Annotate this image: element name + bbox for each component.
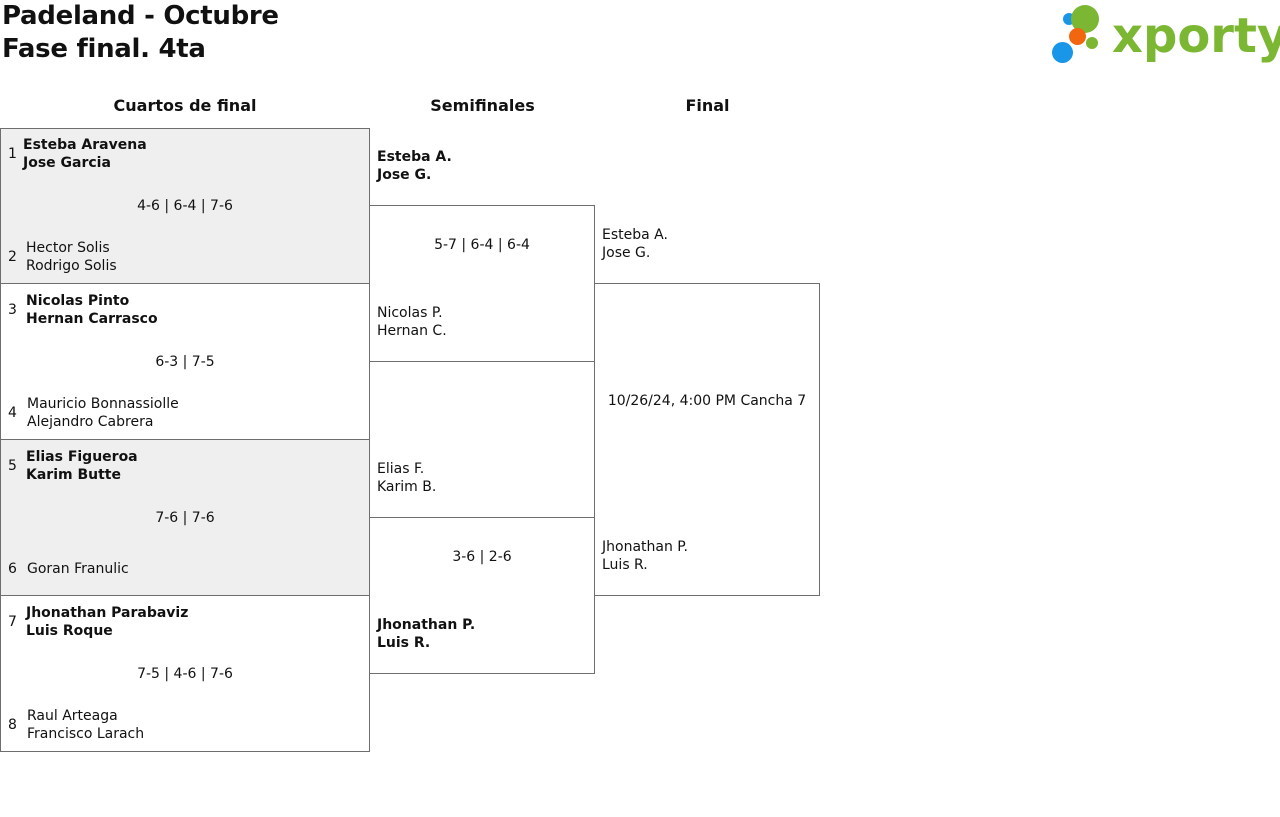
team-seed: 2 <box>8 249 17 265</box>
player-name: Jose G. <box>602 245 651 261</box>
player-name: Alejandro Cabrera <box>27 414 154 430</box>
match-score: 7-5 | 4-6 | 7-6 <box>137 666 233 682</box>
player-name: Luis Roque <box>26 623 113 639</box>
winner-team: Elias Figueroa Karim Butte <box>26 448 138 484</box>
semifinal-match-1[interactable]: 5-7 | 6-4 | 6-4 Nicolas P. Hernan C. <box>369 205 595 362</box>
team-seed: 1 <box>8 146 17 162</box>
final-team-top: Esteba A. Jose G. <box>602 226 668 262</box>
semifinal-2-team-bottom: Jhonathan P. Luis R. <box>377 616 475 652</box>
loser-team: Raul Arteaga Francisco Larach <box>27 707 144 743</box>
logo-dot-orange <box>1069 28 1086 45</box>
match-score: 6-3 | 7-5 <box>155 354 215 370</box>
player-name: Raul Arteaga <box>27 708 118 724</box>
loser-team: Mauricio Bonnassiolle Alejandro Cabrera <box>27 395 179 431</box>
match-score: 7-6 | 7-6 <box>155 510 215 526</box>
player-name: Elias F. <box>377 461 425 477</box>
player-name: Jhonathan P. <box>377 617 476 633</box>
semifinal-1-team-top: Esteba A. Jose G. <box>377 148 452 184</box>
player-name: Mauricio Bonnassiolle <box>27 396 179 412</box>
player-name: Elias Figueroa <box>26 449 138 465</box>
player-name: Karim B. <box>377 479 437 495</box>
player-name: Hernan C. <box>377 323 447 339</box>
player-name: Goran Franulic <box>27 561 129 577</box>
match-score: 3-6 | 2-6 <box>452 549 512 565</box>
loser-team: Goran Franulic <box>27 560 129 578</box>
team-seed: 5 <box>8 458 17 474</box>
player-name: Nicolas P. <box>377 305 443 321</box>
player-name: Jhonathan P. <box>602 539 688 555</box>
logo-dot-blue <box>1052 42 1073 63</box>
quarterfinal-match-2[interactable]: 3 Nicolas Pinto Hernan Carrasco 6-3 | 7-… <box>0 283 370 440</box>
player-name: Jose G. <box>377 167 432 183</box>
logo-wordmark: xporty <box>1112 8 1280 64</box>
loser-team: Hector Solis Rodrigo Solis <box>26 239 117 275</box>
semifinal-match-2[interactable]: 3-6 | 2-6 Jhonathan P. Luis R. <box>369 517 595 674</box>
team-seed: 4 <box>8 405 17 421</box>
player-name: Esteba Aravena <box>23 137 147 153</box>
semifinal-2-team-top: Elias F. Karim B. <box>377 460 436 496</box>
page-title: Padeland - Octubre <box>2 1 279 31</box>
quarterfinal-match-4[interactable]: 7 Jhonathan Parabaviz Luis Roque 7-5 | 4… <box>0 595 370 752</box>
match-score: 5-7 | 6-4 | 6-4 <box>434 237 530 253</box>
player-name: Nicolas Pinto <box>26 293 130 309</box>
winner-team: Jhonathan Parabaviz Luis Roque <box>26 604 188 640</box>
team-seed: 3 <box>8 302 17 318</box>
team-seed: 6 <box>8 561 17 577</box>
round-heading-quarterfinals: Cuartos de final <box>113 96 257 115</box>
player-name: Luis R. <box>602 557 648 573</box>
player-name: Francisco Larach <box>27 726 145 742</box>
logo-dot-small-green <box>1086 37 1098 49</box>
player-name: Esteba A. <box>377 149 452 165</box>
match-score: 4-6 | 6-4 | 7-6 <box>137 198 233 214</box>
page-subtitle: Fase final. 4ta <box>2 34 206 64</box>
quarterfinal-match-1[interactable]: 1 Esteba Aravena Jose Garcia 4-6 | 6-4 |… <box>0 128 370 284</box>
player-name: Rodrigo Solis <box>26 258 117 274</box>
round-heading-final: Final <box>685 96 730 115</box>
player-name: Hector Solis <box>26 240 110 256</box>
player-name: Esteba A. <box>602 227 668 243</box>
team-seed: 8 <box>8 717 17 733</box>
winner-team: Esteba Aravena Jose Garcia <box>23 136 147 172</box>
player-name: Karim Butte <box>26 467 121 483</box>
player-name: Hernan Carrasco <box>26 311 158 327</box>
player-name: Jose Garcia <box>23 155 111 171</box>
team-seed: 7 <box>8 614 17 630</box>
round-heading-semifinals: Semifinales <box>430 96 535 115</box>
xporty-logo: xporty <box>1050 4 1280 68</box>
winner-team: Nicolas Pinto Hernan Carrasco <box>26 292 158 328</box>
final-team-bottom: Jhonathan P. Luis R. <box>602 538 688 574</box>
match-schedule: 10/26/24, 4:00 PM Cancha 7 <box>607 393 807 409</box>
quarterfinal-match-3[interactable]: 5 Elias Figueroa Karim Butte 7-6 | 7-6 6… <box>0 439 370 596</box>
final-match[interactable]: 10/26/24, 4:00 PM Cancha 7 Jhonathan P. … <box>594 283 820 596</box>
semifinal-1-team-bottom: Nicolas P. Hernan C. <box>377 304 447 340</box>
player-name: Jhonathan Parabaviz <box>26 605 189 621</box>
player-name: Luis R. <box>377 635 431 651</box>
